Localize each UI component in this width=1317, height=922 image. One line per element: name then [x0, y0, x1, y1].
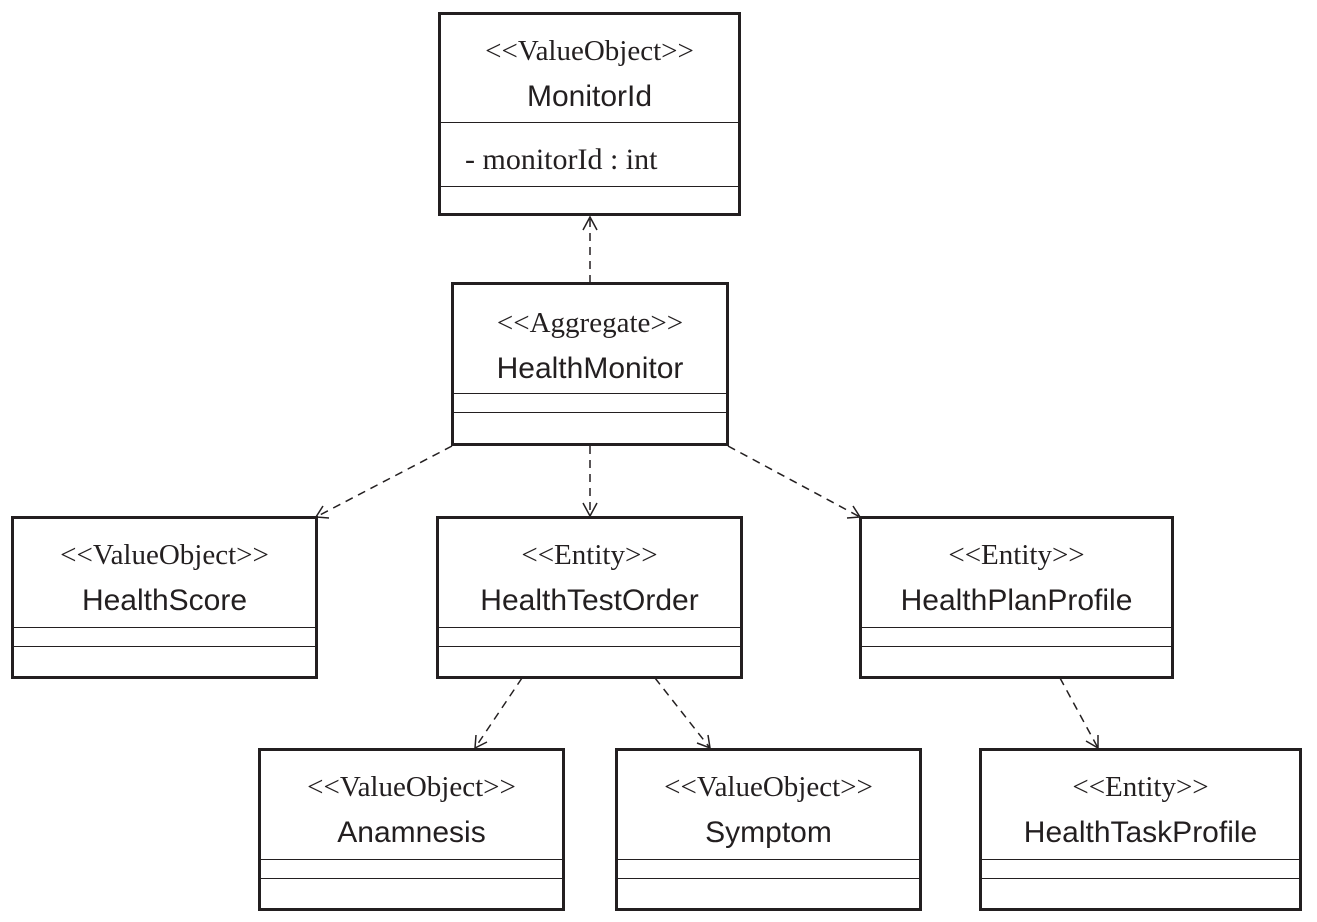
- class-healthtaskprofile-name: HealthTaskProfile: [1023, 816, 1258, 849]
- class-healthtaskprofile: <<Entity>> HealthTaskProfile: [979, 748, 1302, 911]
- dependency-healthtestorder-to-symptom: [654, 677, 711, 750]
- class-symptom-divider-2: [618, 878, 919, 879]
- class-anamnesis-stereotype: <<ValueObject>>: [307, 771, 516, 803]
- class-healthtaskprofile-stereotype: <<Entity>>: [1072, 771, 1209, 803]
- class-healthplanprofile: <<Entity>> HealthPlanProfile: [859, 516, 1174, 679]
- class-monitorid-header: <<ValueObject>> MonitorId: [441, 15, 738, 122]
- class-healthmonitor: <<Aggregate>> HealthMonitor: [451, 282, 729, 446]
- class-healthplanprofile-header: <<Entity>> HealthPlanProfile: [862, 519, 1171, 627]
- class-monitorid-attribute: - monitorId : int: [465, 143, 658, 176]
- class-anamnesis-header: <<ValueObject>> Anamnesis: [261, 751, 562, 859]
- class-healthtestorder-divider-2: [439, 646, 740, 647]
- class-healthmonitor-divider-2: [454, 412, 726, 413]
- class-healthplanprofile-divider-1: [862, 627, 1171, 628]
- class-healthmonitor-header: <<Aggregate>> HealthMonitor: [454, 285, 726, 393]
- class-symptom-header: <<ValueObject>> Symptom: [618, 751, 919, 859]
- class-symptom-stereotype: <<ValueObject>>: [664, 771, 873, 803]
- class-healthtestorder-name: HealthTestOrder: [480, 584, 699, 617]
- class-healthscore-header: <<ValueObject>> HealthScore: [14, 519, 315, 627]
- class-symptom-divider-1: [618, 859, 919, 860]
- class-healthplanprofile-divider-2: [862, 646, 1171, 647]
- dependency-healthplanprofile-to-healthtaskprofile: [1059, 677, 1099, 750]
- class-healthmonitor-name: HealthMonitor: [496, 352, 684, 385]
- class-symptom: <<ValueObject>> Symptom: [615, 748, 922, 911]
- class-healthplanprofile-name: HealthPlanProfile: [900, 584, 1133, 617]
- class-healthmonitor-stereotype: <<Aggregate>>: [496, 307, 684, 339]
- class-healthmonitor-divider-1: [454, 393, 726, 394]
- dependency-healthmonitor-to-healthplanprofile: [727, 445, 862, 519]
- class-anamnesis-name: Anamnesis: [337, 816, 486, 849]
- class-healthtaskprofile-divider-2: [982, 878, 1299, 879]
- class-symptom-name: Symptom: [705, 816, 832, 849]
- class-anamnesis-divider-2: [261, 878, 562, 879]
- class-healthscore-name: HealthScore: [81, 584, 248, 617]
- class-anamnesis: <<ValueObject>> Anamnesis: [258, 748, 565, 911]
- class-healthtestorder-header: <<Entity>> HealthTestOrder: [439, 519, 740, 627]
- dependency-healthmonitor-to-monitorid: [582, 215, 598, 283]
- class-healthscore-stereotype: <<ValueObject>>: [60, 539, 269, 571]
- dependency-healthmonitor-to-healthscore: [314, 445, 453, 519]
- class-healthtaskprofile-header: <<Entity>> HealthTaskProfile: [982, 751, 1299, 859]
- class-healthplanprofile-stereotype: <<Entity>>: [948, 539, 1085, 571]
- class-healthscore-divider-1: [14, 627, 315, 628]
- class-monitorid-divider-1: [441, 122, 738, 123]
- class-healthtaskprofile-divider-1: [982, 859, 1299, 860]
- class-monitorid: <<ValueObject>> MonitorId - monitorId : …: [438, 12, 741, 216]
- class-monitorid-stereotype: <<ValueObject>>: [485, 35, 694, 67]
- class-monitorid-name: MonitorId: [526, 80, 653, 113]
- class-healthscore-divider-2: [14, 646, 315, 647]
- dependency-healthmonitor-to-healthtestorder: [582, 446, 598, 518]
- dependency-healthtestorder-to-anamnesis: [474, 677, 523, 750]
- class-anamnesis-divider-1: [261, 859, 562, 860]
- class-healthscore: <<ValueObject>> HealthScore: [11, 516, 318, 679]
- class-healthtestorder-stereotype: <<Entity>>: [521, 539, 658, 571]
- class-monitorid-divider-2: [441, 186, 738, 187]
- class-healthtestorder-divider-1: [439, 627, 740, 628]
- class-healthtestorder: <<Entity>> HealthTestOrder: [436, 516, 743, 679]
